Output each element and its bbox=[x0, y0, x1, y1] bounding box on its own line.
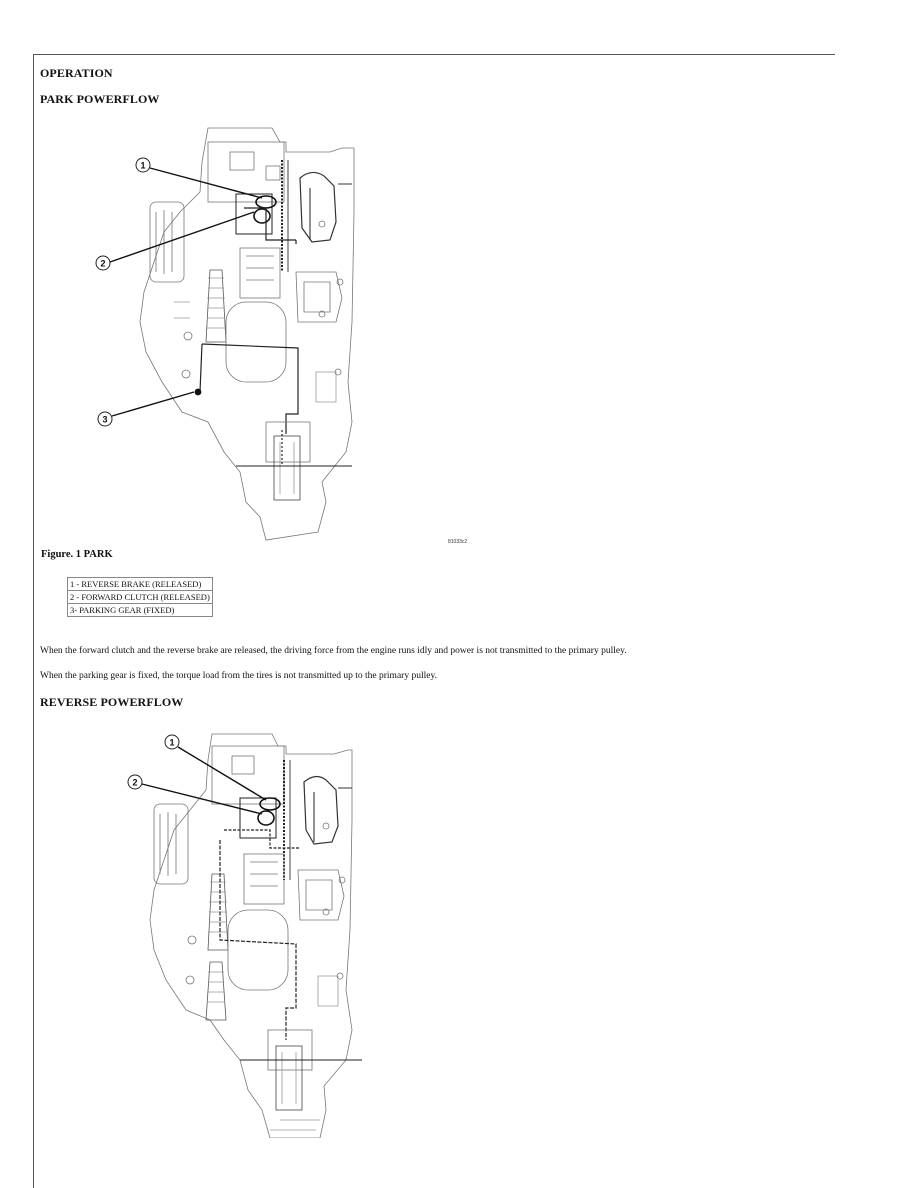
park-legend-table: 1 - REVERSE BRAKE (RELEASED) 2 - FORWARD… bbox=[67, 577, 213, 617]
legend-item-reverse-brake: 1 - REVERSE BRAKE (RELEASED) bbox=[67, 577, 213, 591]
legend-item-parking-gear: 3- PARKING GEAR (FIXED) bbox=[67, 603, 213, 617]
legend-item-forward-clutch: 2 - FORWARD CLUTCH (RELEASED) bbox=[67, 590, 213, 604]
reverse-callout-1: 1 bbox=[169, 738, 174, 748]
figure-code: 81033c2 bbox=[448, 539, 468, 545]
park-callout-3: 3 bbox=[102, 415, 107, 425]
park-figure-caption: Figure. 1 PARK bbox=[41, 549, 113, 560]
reverse-transmission-diagram: 1 2 bbox=[127, 733, 362, 1138]
page-frame-top bbox=[33, 54, 835, 55]
park-callout-2: 2 bbox=[100, 259, 105, 269]
page-frame-left bbox=[33, 54, 34, 1188]
reverse-callout-2: 2 bbox=[132, 778, 137, 788]
park-powerflow-heading: PARK POWERFLOW bbox=[40, 92, 160, 106]
park-paragraph-1: When the forward clutch and the reverse … bbox=[40, 646, 627, 656]
park-callout-1: 1 bbox=[140, 161, 145, 171]
reverse-powerflow-heading: REVERSE POWERFLOW bbox=[40, 695, 184, 709]
park-paragraph-2: When the parking gear is fixed, the torq… bbox=[40, 671, 437, 681]
section-title: OPERATION bbox=[40, 66, 113, 80]
park-transmission-diagram: 1 2 3 bbox=[95, 127, 355, 541]
